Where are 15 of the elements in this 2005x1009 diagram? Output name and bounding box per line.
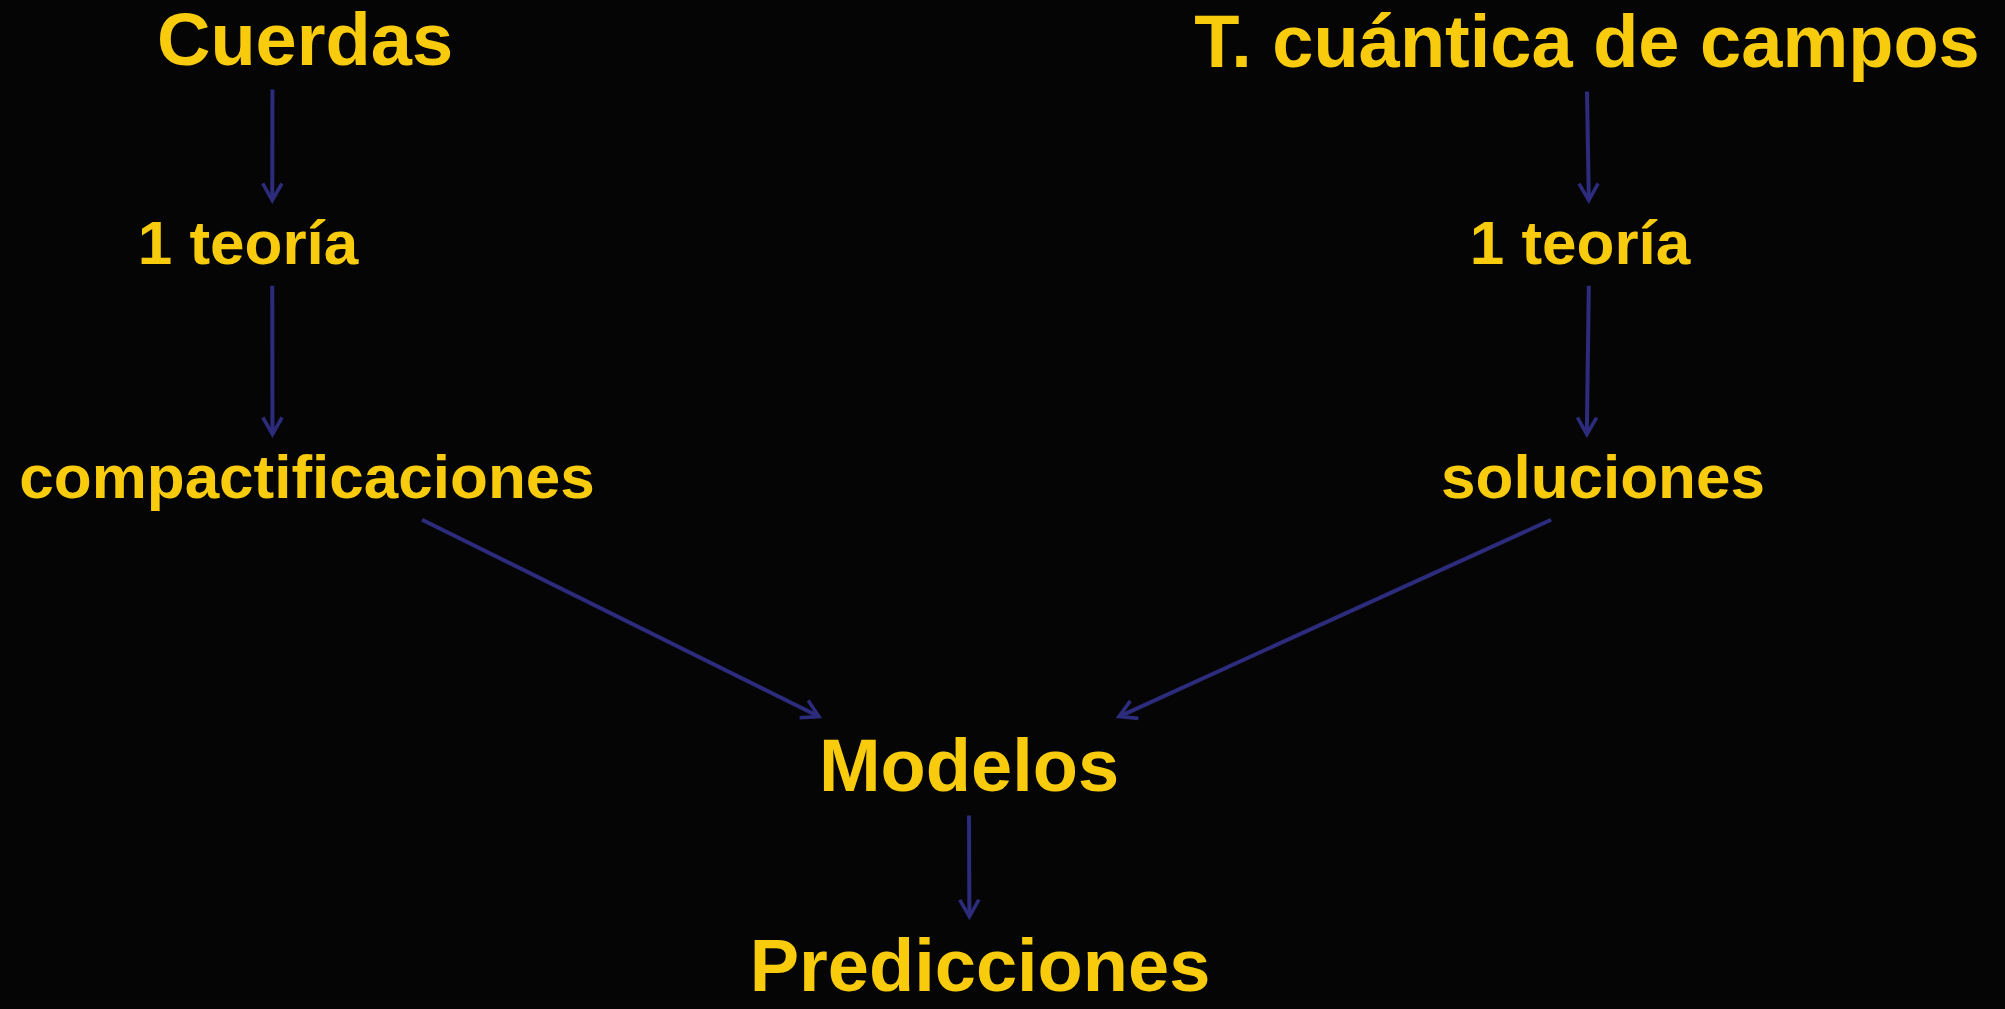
node-label: soluciones (1441, 442, 1765, 512)
node-label: 1 teoría (137, 208, 359, 278)
arrow (1577, 91, 1600, 203)
node-label: T. cuántica de campos (1194, 0, 1980, 84)
arrow (957, 815, 981, 919)
arrow (421, 517, 821, 720)
node-label: 1 teoría (1469, 208, 1691, 278)
node-label: compactificaciones (19, 442, 595, 512)
arrow (260, 89, 284, 203)
node-label: Predicciones (749, 924, 1211, 1008)
arrow (1575, 285, 1599, 437)
node-label: Cuerdas (156, 0, 454, 82)
arrow (261, 285, 284, 437)
node-label: Modelos (818, 724, 1120, 808)
arrow (1117, 517, 1552, 721)
